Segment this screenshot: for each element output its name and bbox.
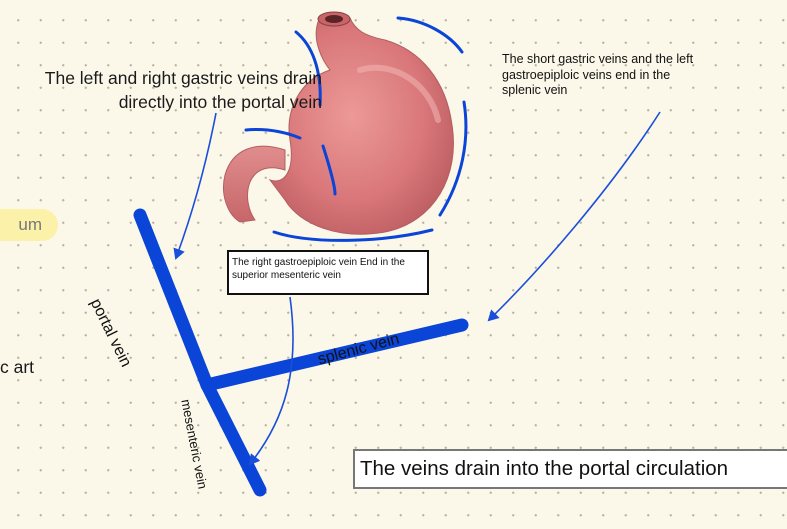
note-gastric-veins: The left and right gastric veins drain d… — [12, 66, 322, 114]
mesenteric-vein-line — [207, 385, 260, 490]
stomach-illustration — [223, 12, 453, 234]
partial-label-art: c art — [0, 357, 34, 378]
partial-highlight-tag: um — [0, 209, 58, 241]
arrow-to-mesenteric — [250, 297, 293, 464]
note-right-gastroepiploic: The right gastroepiploic vein End in the… — [227, 250, 429, 295]
arrow-to-splenic — [489, 112, 660, 320]
portal-vein-line — [140, 215, 207, 385]
summary-box: The veins drain into the portal circulat… — [353, 449, 787, 489]
stomach-body — [270, 18, 453, 234]
arrow-to-portal — [176, 113, 216, 258]
note-short-gastric-veins: The short gastric veins and the left gas… — [502, 52, 712, 99]
